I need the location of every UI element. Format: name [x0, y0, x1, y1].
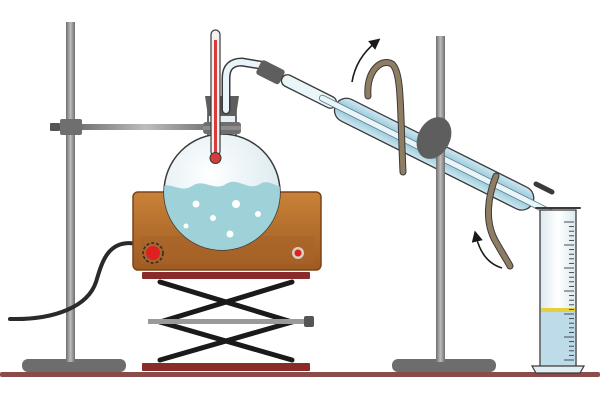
boss-head-left	[60, 119, 82, 135]
power-cable	[8, 241, 140, 322]
water-outlet-hose-fill	[365, 60, 406, 175]
lab-jack	[142, 272, 314, 371]
flow-arrow-out	[351, 38, 381, 83]
stand-rod-right	[436, 36, 445, 362]
heater-power-knob	[146, 246, 160, 260]
bubble	[210, 215, 216, 221]
still-head-tube-inner	[223, 58, 269, 113]
clamp-arm-left	[76, 124, 216, 130]
thermometer	[209, 29, 222, 164]
bubble	[255, 211, 261, 217]
thermometer-mercury	[214, 40, 217, 156]
jack-scissor-upper-2	[157, 279, 295, 325]
stand-base-right	[392, 359, 496, 372]
jack-scissor-lower-2	[157, 319, 295, 363]
bench-surface	[0, 372, 600, 377]
thermometer-bulb	[209, 152, 222, 164]
round-bottom-flask	[163, 96, 281, 251]
jack-top-plate	[142, 272, 310, 279]
flask-neck-clamp-band	[203, 126, 241, 130]
cylinder-graduations	[564, 221, 574, 361]
jack-screw-rod	[148, 319, 304, 324]
jack-bottom-plate	[142, 363, 310, 371]
bubble	[192, 200, 200, 208]
distillate-meniscus	[541, 308, 575, 312]
graduated-cylinder	[530, 207, 586, 374]
water-inlet-hose-fill	[485, 173, 513, 269]
condenser-clamp-right	[416, 117, 452, 159]
boss-screw-left	[50, 123, 60, 131]
jack-screw-knob	[304, 316, 314, 327]
stand-base-left	[22, 359, 126, 372]
bubble	[226, 230, 234, 238]
bubble	[183, 223, 189, 229]
cylinder-foot	[530, 365, 586, 374]
cylinder-liquid	[541, 311, 575, 366]
retort-stand-right	[392, 36, 496, 372]
condenser-joint-clamp	[256, 60, 285, 85]
bubble	[232, 200, 240, 208]
stand-rod-left	[66, 22, 75, 362]
retort-stand-left	[22, 22, 216, 372]
flow-arrow-in	[471, 230, 503, 269]
heater-knob-ring	[142, 242, 164, 264]
heater-indicator-light	[294, 249, 302, 257]
condenser-outlet-tip	[533, 181, 555, 195]
